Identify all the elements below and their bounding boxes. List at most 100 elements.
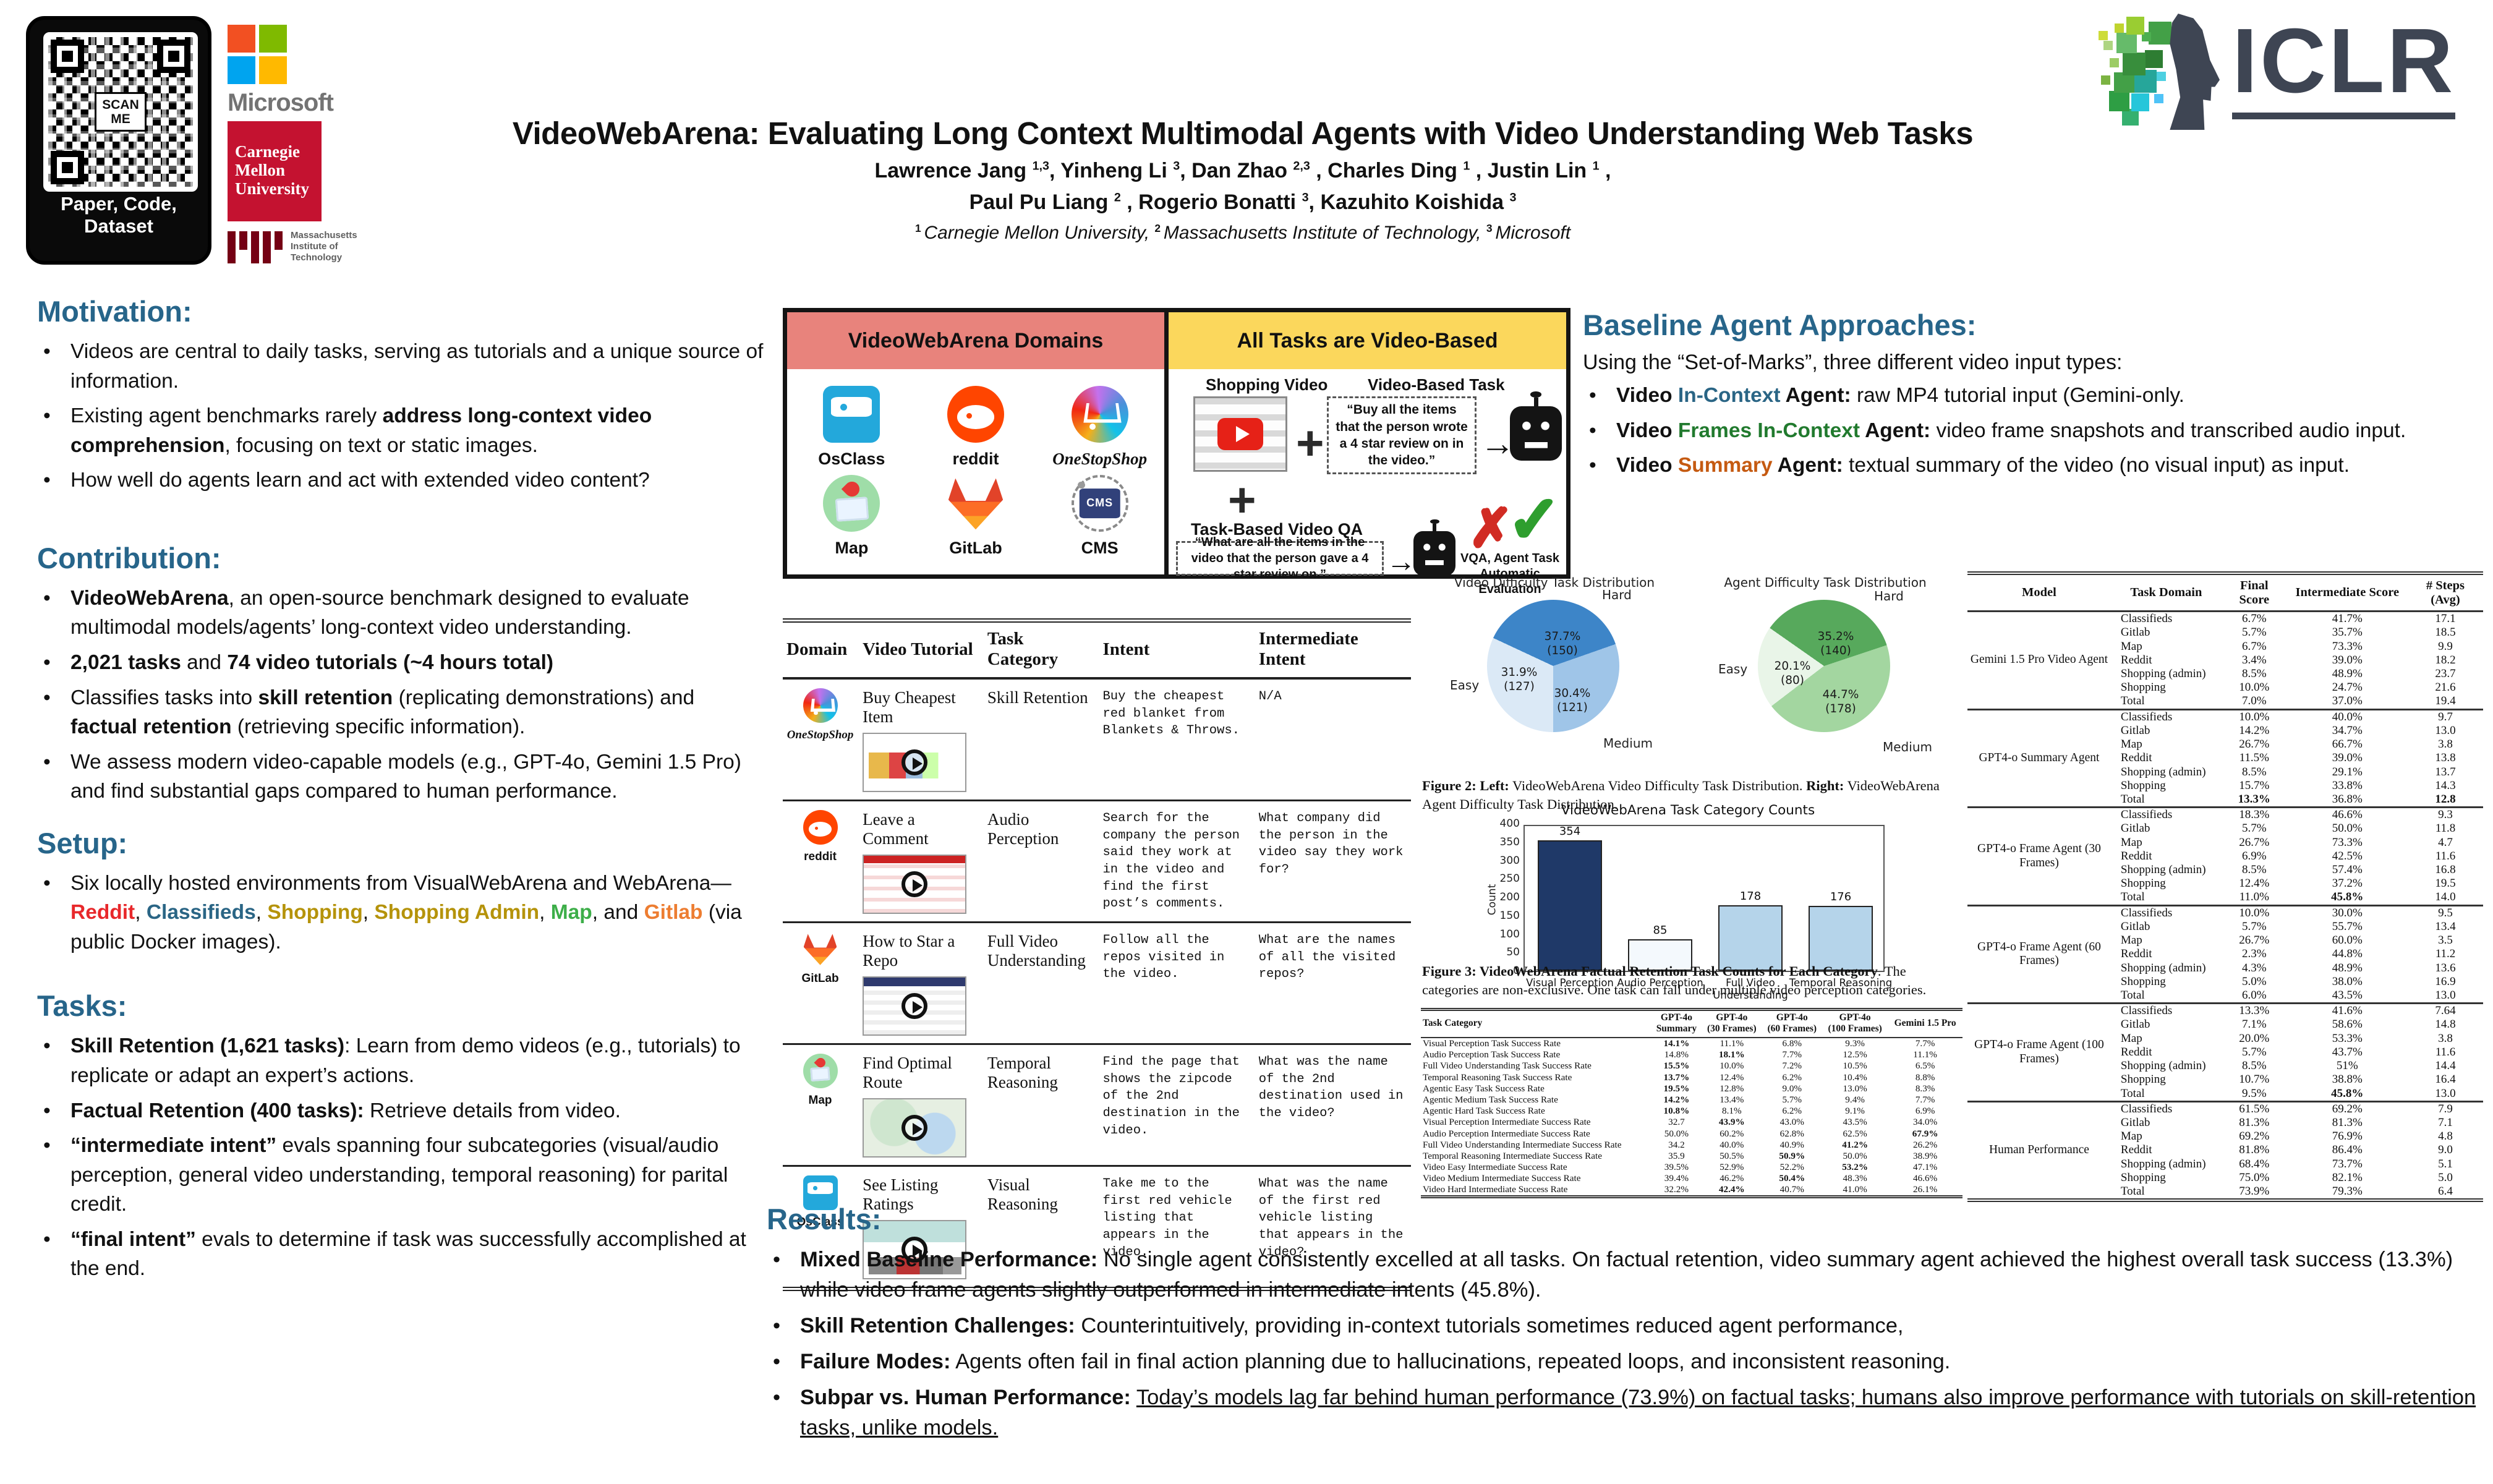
row-label: Full Video Understanding Intermediate Su… bbox=[1423, 1139, 1622, 1150]
table-cell: 12.8% bbox=[1720, 1083, 1744, 1094]
list-item: Classifies tasks into skill retention (r… bbox=[37, 683, 764, 742]
bar bbox=[1718, 905, 1783, 971]
video-thumbnail bbox=[1193, 396, 1287, 472]
intent-text: Follow all the repos visited in the vide… bbox=[1102, 933, 1225, 982]
score-cell: 3.5 bbox=[2438, 934, 2453, 947]
score-cell: 11.6 bbox=[2435, 849, 2456, 863]
bar bbox=[1628, 939, 1692, 971]
task-domain: Classifieds bbox=[2120, 1004, 2173, 1018]
column-header: GPT-4o(60 Frames) bbox=[1762, 1009, 1822, 1038]
score-cell: 9.5% bbox=[2241, 1086, 2267, 1100]
video-thumbnail bbox=[863, 733, 967, 792]
pie-title: Agent Difficulty Task Distribution bbox=[1724, 575, 1927, 590]
list-item: “intermediate intent” evals spanning fou… bbox=[37, 1131, 764, 1219]
intermediate-intent-text: What are the names of all the visited re… bbox=[1258, 933, 1396, 982]
score-cell: 86.4% bbox=[2332, 1143, 2363, 1157]
domains-panel: VideoWebArena Domains OsClass reddit One… bbox=[787, 312, 1164, 574]
reddit-icon bbox=[803, 810, 838, 845]
row-label: Video Hard Intermediate Success Rate bbox=[1423, 1184, 1568, 1195]
tutorial-title: Leave a Comment bbox=[863, 810, 929, 848]
section-baseline: Baseline Agent Approaches: Using the “Se… bbox=[1583, 308, 2467, 486]
video-task-quote: “Buy all the items that the person wrote… bbox=[1327, 396, 1477, 474]
score-cell: 38.0% bbox=[2332, 974, 2363, 988]
table-cell: 12.4% bbox=[1720, 1072, 1744, 1083]
authors-line: Lawrence Jang 1,3, Yinheng Li 3, Dan Zha… bbox=[874, 159, 1611, 182]
task-domain: Reddit bbox=[2120, 947, 2152, 961]
table-row: Full Video Understanding Task Success Ra… bbox=[1421, 1060, 1962, 1072]
task-domain: Shopping (admin) bbox=[2120, 765, 2206, 778]
task-domain: Map bbox=[2120, 934, 2142, 947]
score-cell: 13.3% bbox=[2238, 792, 2270, 806]
table-cell: 52.2% bbox=[1779, 1162, 1804, 1173]
table-cell: 48.3% bbox=[1843, 1173, 1867, 1184]
table-cell: 14.1% bbox=[1663, 1038, 1690, 1049]
table-cell: 50.5% bbox=[1720, 1150, 1744, 1161]
table-cell: 13.0% bbox=[1843, 1083, 1867, 1094]
table-cell: 11.1% bbox=[1913, 1049, 1937, 1060]
score-cell: 6.4 bbox=[2438, 1185, 2453, 1198]
table-cell: 10.8% bbox=[1663, 1106, 1690, 1117]
microsoft-squares-icon bbox=[228, 25, 287, 84]
score-cell: 9.5 bbox=[2438, 906, 2453, 919]
figure-pie-charts: Video Difficulty Task Distribution Hard … bbox=[1419, 574, 1961, 770]
task-domain: Reddit bbox=[2120, 653, 2152, 667]
domain-onestopshop: OneStopShop bbox=[1038, 386, 1162, 469]
score-cell: 29.1% bbox=[2332, 765, 2363, 778]
section-heading: Tasks: bbox=[37, 989, 127, 1023]
video-thumbnail bbox=[863, 855, 967, 914]
table-cell: 60.2% bbox=[1720, 1128, 1744, 1139]
video-task-label: Video-Based Task bbox=[1368, 375, 1505, 394]
table-cell: 10.4% bbox=[1843, 1072, 1867, 1083]
score-cell: 13.0 bbox=[2435, 723, 2456, 737]
table-cell: 38.9% bbox=[1913, 1150, 1938, 1161]
score-cell: 12.4% bbox=[2239, 877, 2270, 890]
model-group: GPT4-o Frame Agent (30 Frames)Classified… bbox=[1967, 807, 2483, 906]
y-tick-label: 350 bbox=[1499, 835, 1520, 848]
score-cell: 43.5% bbox=[2332, 989, 2363, 1002]
col-model: Model bbox=[1967, 573, 2111, 613]
plus-icon: + bbox=[1296, 416, 1324, 470]
score-cell: 5.7% bbox=[2241, 822, 2267, 835]
table-cell: 11.1% bbox=[1720, 1038, 1744, 1049]
score-cell: 16.9 bbox=[2435, 974, 2456, 988]
col-intent: Intent bbox=[1099, 620, 1255, 680]
table-cell: 5.7% bbox=[1782, 1094, 1802, 1105]
row-label: Audio Perception Task Success Rate bbox=[1423, 1049, 1561, 1060]
table-cell: 34.2 bbox=[1668, 1139, 1685, 1150]
col-final-score: Final Score bbox=[2221, 573, 2287, 613]
authors-line: Paul Pu Liang 2 , Rogerio Bonatti 3, Kaz… bbox=[969, 190, 1517, 214]
bullet-list: Mixed Baseline Performance: No single ag… bbox=[767, 1245, 2492, 1443]
table-cell: 40.0% bbox=[1720, 1139, 1744, 1150]
score-cell: 19.5 bbox=[2435, 877, 2456, 890]
row-label: Audio Perception Intermediate Success Ra… bbox=[1423, 1128, 1590, 1139]
score-cell: 73.7% bbox=[2332, 1157, 2363, 1171]
task-domain: Map bbox=[2120, 738, 2142, 751]
table-cell: 6.8% bbox=[1782, 1038, 1802, 1049]
section-setup: Setup: Six locally hosted environments f… bbox=[37, 826, 764, 957]
score-cell: 13.4 bbox=[2435, 919, 2456, 933]
score-cell: 33.8% bbox=[2332, 778, 2363, 792]
score-cell: 26.7% bbox=[2239, 738, 2270, 751]
table-cell: 50.9% bbox=[1779, 1150, 1805, 1161]
video-tasks-diagram: Shopping Video Video-Based Task + “Buy a… bbox=[1169, 369, 1566, 596]
list-item: Subpar vs. Human Performance: Today’s mo… bbox=[767, 1383, 2492, 1443]
table-cell: 32.7 bbox=[1668, 1117, 1685, 1128]
section-results: Results: Mixed Baseline Performance: No … bbox=[767, 1202, 2492, 1449]
task-category: Skill Retention bbox=[987, 688, 1088, 707]
table-header-row: Domain Video Tutorial Task Category Inte… bbox=[783, 620, 1411, 680]
table-cell: 6.2% bbox=[1782, 1072, 1802, 1083]
iclr-face-icon bbox=[2089, 14, 2220, 132]
table-cell: 39.4% bbox=[1664, 1173, 1689, 1184]
